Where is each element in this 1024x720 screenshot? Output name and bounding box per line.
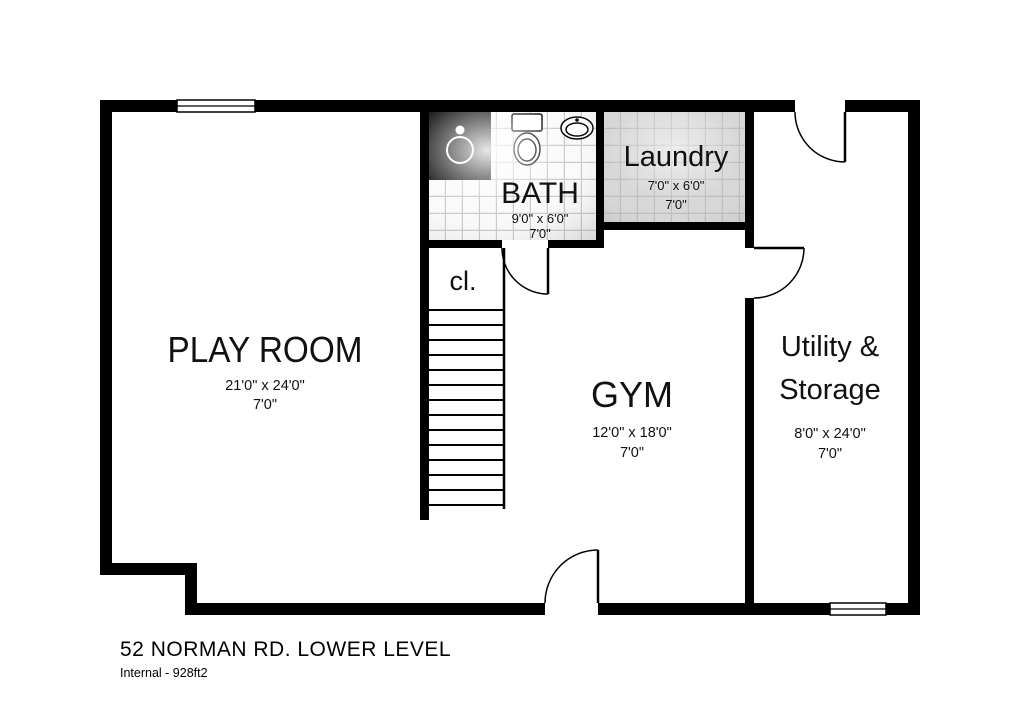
staircase (429, 248, 506, 509)
exterior-walls (100, 100, 920, 615)
door-gym-exterior (544, 549, 600, 615)
gym-dims: 12'0" x 18'0" (592, 425, 672, 441)
bath-label: BATH (501, 177, 579, 210)
plan-subtitle: Internal - 928ft2 (120, 666, 208, 680)
utility-label-line1: Utility & (781, 331, 879, 363)
room-labels: PLAY ROOM 21'0" x 24'0" 7'0" GYM 12'0" x… (168, 141, 881, 462)
bath-shading (429, 112, 596, 240)
title-block: 52 NORMAN RD. LOWER LEVEL Internal - 928… (120, 638, 451, 680)
window-bottom-right (829, 602, 887, 616)
laundry-shading (604, 112, 745, 222)
plan-title: 52 NORMAN RD. LOWER LEVEL (120, 638, 451, 661)
room-gym (429, 248, 745, 603)
door-utility-interior (753, 246, 805, 299)
play-room-dims: 21'0" x 24'0" (225, 378, 305, 394)
gym-ceiling: 7'0" (620, 445, 644, 461)
bath-ceiling: 7'0" (529, 226, 551, 241)
play-room-label: PLAY ROOM (168, 329, 363, 370)
play-room-ceiling: 7'0" (253, 397, 277, 413)
utility-label-line2: Storage (779, 374, 881, 406)
utility-dims: 8'0" x 24'0" (794, 426, 865, 442)
door-utility-exterior (794, 100, 847, 163)
interior-walls (420, 112, 754, 603)
laundry-ceiling: 7'0" (665, 197, 687, 212)
laundry-label: Laundry (624, 141, 729, 173)
gym-label: GYM (591, 374, 673, 415)
window-top-left (176, 99, 256, 113)
closet-label: cl. (450, 266, 477, 296)
bath-dims: 9'0" x 6'0" (512, 211, 569, 226)
door-bath (501, 247, 550, 295)
laundry-dims: 7'0" x 6'0" (648, 178, 705, 193)
utility-ceiling: 7'0" (818, 446, 842, 462)
